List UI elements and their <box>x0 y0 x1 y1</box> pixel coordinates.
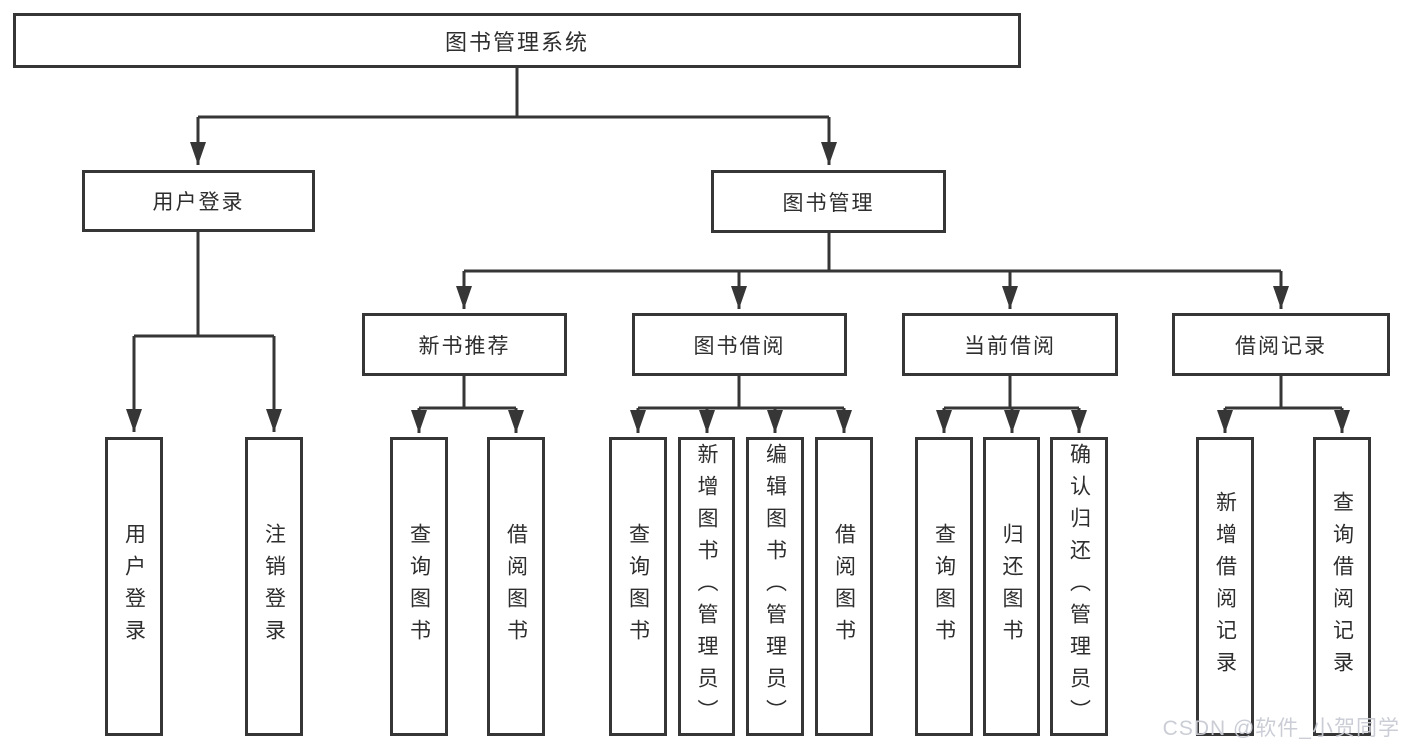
leaf-current-query-book-label: 查询图书 <box>932 522 956 651</box>
leaf-borrow-query-book-label: 查询图书 <box>626 522 650 651</box>
leaf-logout: 注销登录 <box>245 437 303 736</box>
leaf-current-query-book: 查询图书 <box>915 437 973 736</box>
node-book-borrow-label: 图书借阅 <box>693 334 786 358</box>
node-book-borrow: 图书借阅 <box>632 313 847 376</box>
node-user-login: 用户登录 <box>82 170 315 232</box>
leaf-recommend-query-book: 查询图书 <box>390 437 448 736</box>
leaf-return-book-label: 归还图书 <box>1000 522 1023 651</box>
csdn-watermark: CSDN @软件_小贺同学 <box>1162 717 1400 740</box>
leaf-user-login-label: 用户登录 <box>122 522 146 651</box>
node-current-borrow: 当前借阅 <box>902 313 1118 376</box>
leaf-add-borrow-record-label: 新增借阅记录 <box>1213 490 1237 683</box>
leaf-borrow-query-book: 查询图书 <box>609 437 667 736</box>
leaf-edit-book-admin: 编辑图书（管理员） <box>746 437 804 736</box>
node-borrow-records: 借阅记录 <box>1172 313 1390 376</box>
node-current-borrow-label: 当前借阅 <box>964 334 1056 358</box>
node-book-manage-label: 图书管理 <box>782 191 875 215</box>
leaf-user-login: 用户登录 <box>105 437 163 736</box>
leaf-confirm-return-admin-label: 确认归还（管理员） <box>1067 442 1091 731</box>
leaf-logout-label: 注销登录 <box>262 522 286 651</box>
leaf-query-borrow-record: 查询借阅记录 <box>1313 437 1371 736</box>
leaf-query-borrow-record-label: 查询借阅记录 <box>1330 490 1354 683</box>
node-borrow-records-label: 借阅记录 <box>1235 334 1327 358</box>
node-book-manage: 图书管理 <box>711 170 946 233</box>
leaf-edit-book-admin-label: 编辑图书（管理员） <box>763 442 787 731</box>
node-root: 图书管理系统 <box>13 13 1021 68</box>
tree-wires <box>126 67 1350 433</box>
node-new-book-recommend: 新书推荐 <box>362 313 567 376</box>
leaf-return-book: 归还图书 <box>983 437 1040 736</box>
node-root-label: 图书管理系统 <box>444 29 589 55</box>
leaf-recommend-query-book-label: 查询图书 <box>407 522 431 651</box>
leaf-borrow-book: 借阅图书 <box>815 437 873 736</box>
leaf-confirm-return-admin: 确认归还（管理员） <box>1050 437 1108 736</box>
leaf-add-book-admin-label: 新增图书（管理员） <box>695 442 718 731</box>
leaf-add-borrow-record: 新增借阅记录 <box>1196 437 1254 736</box>
leaf-recommend-borrow-book-label: 借阅图书 <box>504 522 528 651</box>
node-user-login-label: 用户登录 <box>152 191 245 214</box>
node-new-book-recommend-label: 新书推荐 <box>418 334 511 358</box>
leaf-borrow-book-label: 借阅图书 <box>832 522 856 651</box>
leaf-recommend-borrow-book: 借阅图书 <box>487 437 545 736</box>
leaf-add-book-admin: 新增图书（管理员） <box>678 437 735 736</box>
